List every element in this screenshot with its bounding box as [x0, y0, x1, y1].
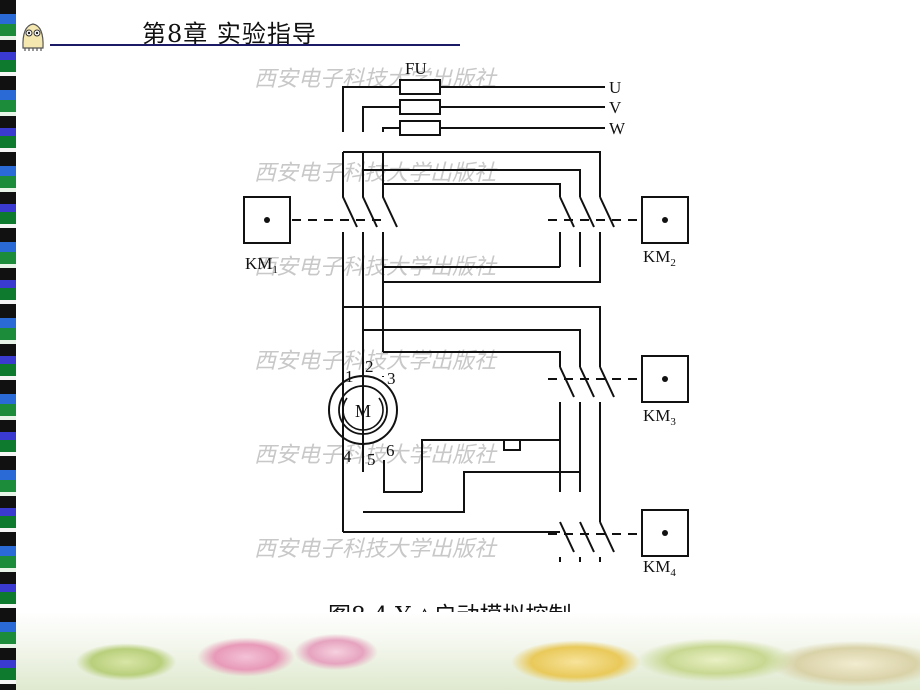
terminal-6: 6	[386, 441, 395, 460]
km1-label: KM1	[245, 254, 278, 276]
watermark-text: 西安电子科技大学出版社	[254, 443, 498, 468]
km1-coil	[243, 196, 291, 244]
watermark-text: 西安电子科技大学出版社	[254, 537, 498, 562]
phase-v-label: V	[609, 98, 622, 117]
motor-label: M	[355, 401, 371, 421]
fuse-group	[399, 79, 441, 136]
watermark-text: 西安电子科技大学出版社	[254, 349, 498, 374]
terminal-4: 4	[343, 447, 352, 466]
decorative-flower-banner	[16, 612, 920, 690]
km3-label: KM3	[643, 406, 676, 428]
coil-group	[243, 196, 689, 557]
mascot-icon	[22, 23, 44, 51]
diagram-labels: FU U V W M 1 2 3 4 5 6 KM1 KM2 KM3 KM4	[245, 59, 676, 579]
watermark-group: 西安电子科技大学出版社 西安电子科技大学出版社 西安电子科技大学出版社 西安电子…	[254, 67, 498, 562]
terminal-5: 5	[367, 450, 376, 469]
phase-u-label: U	[609, 78, 621, 97]
terminal-1: 1	[345, 367, 354, 386]
terminal-2: 2	[365, 357, 374, 376]
phase-w-label: W	[609, 119, 626, 138]
fuse-v	[399, 99, 441, 115]
y-delta-start-diagram: 西安电子科技大学出版社 西安电子科技大学出版社 西安电子科技大学出版社 西安电子…	[243, 59, 689, 579]
watermark-text: 西安电子科技大学出版社	[254, 67, 498, 92]
coil-dots	[264, 217, 668, 536]
watermark-text: 西安电子科技大学出版社	[254, 161, 498, 186]
km4-label: KM4	[643, 557, 676, 579]
header-rule	[50, 44, 460, 46]
km2-label: KM2	[643, 247, 676, 269]
fuse-label: FU	[405, 59, 427, 78]
decorative-left-strip	[0, 0, 16, 690]
terminal-3: 3	[387, 369, 396, 388]
wiring	[292, 86, 640, 562]
fuse-u	[399, 79, 441, 95]
page-title: 第8章 实验指导	[142, 20, 317, 48]
km3-coil	[641, 355, 689, 403]
fuse-w	[399, 120, 441, 136]
